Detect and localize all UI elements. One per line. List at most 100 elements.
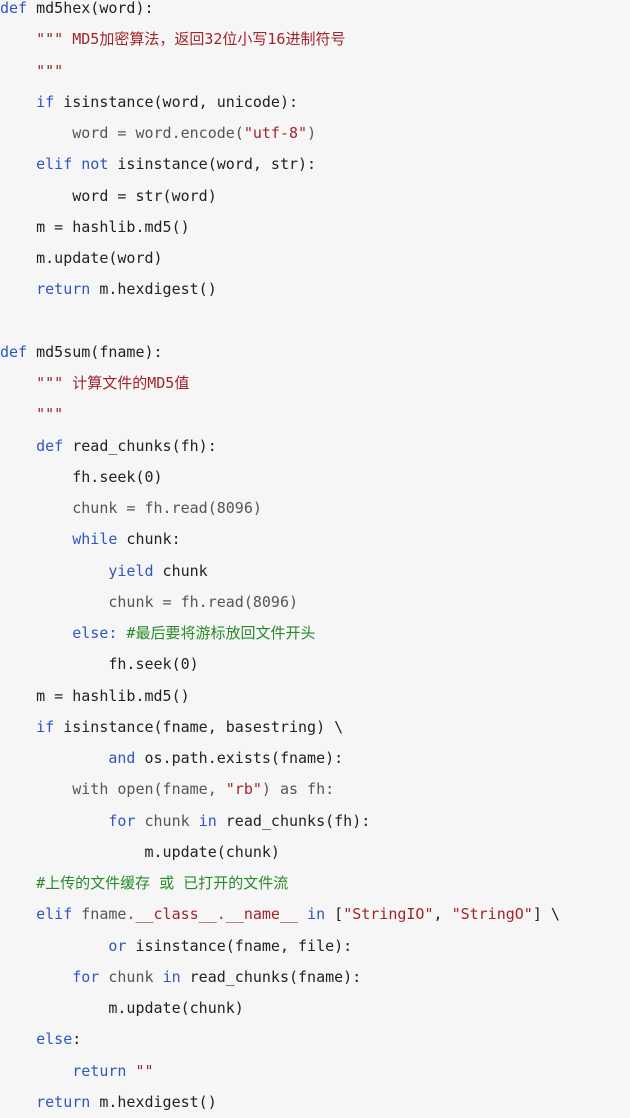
code-token: "utf-8" bbox=[243, 124, 308, 142]
code-line: def md5hex(word): bbox=[0, 0, 154, 24]
code-token: def bbox=[0, 342, 28, 361]
code-token: : bbox=[72, 1030, 82, 1049]
code-token: #最后要将游标放回文件开头 bbox=[117, 624, 316, 642]
code-token: fname. bbox=[72, 905, 136, 924]
code-token: m = hashlib.md5() bbox=[0, 686, 190, 705]
code-token: return bbox=[36, 280, 91, 299]
code-line: """ bbox=[0, 56, 63, 87]
code-token: , bbox=[433, 905, 452, 924]
code-token: "StringIO" bbox=[343, 905, 434, 924]
code-token bbox=[0, 937, 108, 955]
code-token: """ bbox=[0, 61, 64, 80]
code-line: m.update(chunk) bbox=[0, 837, 280, 868]
code-token bbox=[0, 1030, 36, 1048]
code-line: #上传的文件缓存 或 已打开的文件流 bbox=[0, 868, 288, 899]
code-line: m.update(chunk) bbox=[0, 993, 244, 1024]
code-line: def read_chunks(fh): bbox=[0, 431, 217, 462]
code-token bbox=[298, 905, 307, 923]
code-token: ) as fh: bbox=[261, 780, 335, 799]
code-token: chunk = fh.read(8096) bbox=[0, 499, 262, 517]
code-token: in bbox=[162, 967, 181, 986]
code-token: def bbox=[0, 0, 28, 17]
code-token: return bbox=[72, 1061, 127, 1080]
code-line: """ bbox=[0, 399, 63, 430]
code-token bbox=[0, 1062, 72, 1080]
code-token: while bbox=[72, 530, 118, 549]
code-token bbox=[0, 905, 36, 923]
code-line: for chunk in read_chunks(fname): bbox=[0, 962, 361, 993]
code-token: for bbox=[72, 967, 100, 986]
code-token: chunk: bbox=[117, 530, 181, 549]
code-token bbox=[0, 749, 108, 767]
code-token: ] \ bbox=[532, 905, 560, 924]
code-token: or bbox=[108, 936, 127, 955]
code-token: m = hashlib.md5() bbox=[0, 217, 190, 236]
code-line: and os.path.exists(fname): bbox=[0, 743, 343, 774]
code-line: m = hashlib.md5() bbox=[0, 681, 190, 712]
code-token: def bbox=[36, 436, 64, 455]
code-line: m = hashlib.md5() bbox=[0, 212, 190, 243]
code-line: chunk = fh.read(8096) bbox=[0, 587, 298, 618]
code-token: read_chunks(fh): bbox=[63, 436, 217, 455]
code-token bbox=[0, 93, 36, 111]
code-line: or isinstance(fname, file): bbox=[0, 931, 352, 962]
code-token: md5sum(fname): bbox=[27, 342, 163, 361]
code-line: return m.hexdigest() bbox=[0, 1087, 217, 1118]
code-token: chunk bbox=[153, 561, 208, 580]
code-token: """ 计算文件的MD5值 bbox=[0, 374, 190, 392]
code-token: if bbox=[36, 717, 55, 736]
code-token: m.update(chunk) bbox=[0, 842, 280, 861]
code-line: else: bbox=[0, 1024, 81, 1055]
code-token: chunk bbox=[135, 811, 199, 830]
code-token bbox=[0, 562, 108, 580]
code-token bbox=[0, 155, 36, 173]
code-token: __name__ bbox=[225, 905, 299, 924]
code-token: md5hex(word): bbox=[27, 0, 154, 17]
code-token bbox=[0, 437, 36, 455]
code-line: elif not isinstance(word, str): bbox=[0, 149, 316, 180]
code-token bbox=[0, 812, 108, 830]
code-line: if isinstance(word, unicode): bbox=[0, 87, 298, 118]
code-token: elif bbox=[36, 905, 73, 924]
code-token: elif not bbox=[36, 155, 109, 174]
code-line: chunk = fh.read(8096) bbox=[0, 493, 262, 524]
code-token bbox=[0, 718, 36, 736]
code-token: os.path.exists(fname): bbox=[135, 749, 344, 767]
code-token: if bbox=[36, 92, 55, 111]
code-token: ) bbox=[307, 124, 317, 142]
code-line: else: #最后要将游标放回文件开头 bbox=[0, 618, 315, 649]
code-line: def md5sum(fname): bbox=[0, 337, 163, 368]
code-line: fh.seek(0) bbox=[0, 462, 163, 493]
code-token bbox=[0, 624, 72, 642]
code-token: else: bbox=[72, 624, 118, 642]
code-token: "StringO" bbox=[451, 905, 533, 924]
code-token: "rb" bbox=[225, 780, 262, 799]
code-token: return bbox=[36, 1092, 91, 1111]
code-token bbox=[0, 530, 72, 548]
code-token: yield bbox=[108, 561, 154, 580]
code-token: isinstance(word, unicode): bbox=[54, 92, 299, 111]
code-token bbox=[0, 280, 36, 298]
code-token: isinstance(fname, file): bbox=[126, 936, 353, 955]
code-token bbox=[0, 1093, 36, 1111]
code-token: for bbox=[108, 811, 136, 830]
code-line: with open(fname, "rb") as fh: bbox=[0, 774, 334, 805]
code-token: read_chunks(fh): bbox=[216, 811, 371, 830]
code-line: """ MD5加密算法，返回32位小写16进制符号 bbox=[0, 24, 345, 55]
code-token: with open(fname, bbox=[0, 780, 226, 799]
code-token: fh.seek(0) bbox=[0, 467, 163, 486]
code-line: word = word.encode("utf-8") bbox=[0, 118, 316, 149]
code-line: m.update(word) bbox=[0, 243, 163, 274]
code-token: """ MD5加密算法，返回32位小写16进制符号 bbox=[0, 30, 346, 49]
code-line: while chunk: bbox=[0, 524, 181, 555]
code-token: fh.seek(0) bbox=[0, 655, 199, 674]
code-line: elif fname.__class__.__name__ in ["Strin… bbox=[0, 899, 560, 930]
code-token: __class__ bbox=[135, 905, 217, 924]
code-token: m.update(word) bbox=[0, 249, 163, 267]
code-line: if isinstance(fname, basestring) \ bbox=[0, 712, 343, 743]
code-token: m.update(chunk) bbox=[0, 999, 244, 1017]
code-token: in bbox=[307, 905, 326, 924]
code-token: read_chunks(fname): bbox=[180, 967, 362, 986]
code-token: in bbox=[198, 811, 217, 830]
code-line: return m.hexdigest() bbox=[0, 274, 217, 305]
